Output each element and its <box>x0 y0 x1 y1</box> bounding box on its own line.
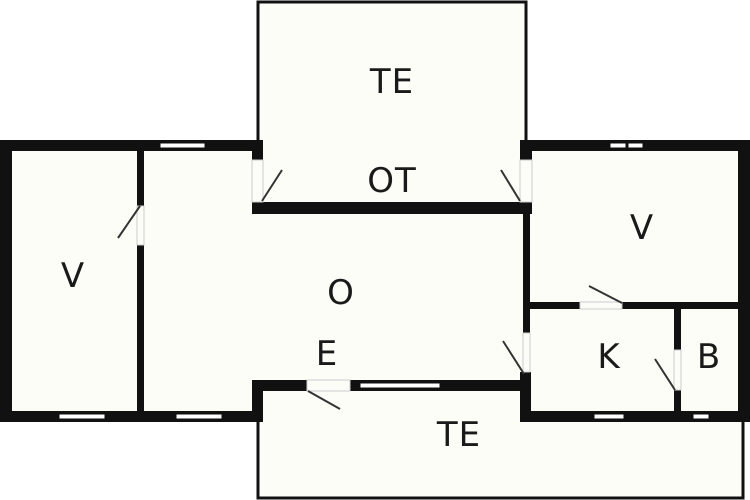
house-floor <box>0 140 750 422</box>
room-label-terrace-bottom: TE <box>436 415 482 455</box>
wall-bottom-left <box>0 411 263 422</box>
room-label-terrace-top: TE <box>369 62 415 102</box>
door-opening-k-b <box>673 349 682 391</box>
room-label-bathroom: B <box>696 337 722 377</box>
room-label-bedroom-right: V <box>629 208 655 248</box>
door-opening-entrance <box>306 379 351 392</box>
room-label-living-room: O <box>327 273 355 313</box>
door-swings <box>117 169 676 410</box>
window-entrance <box>359 382 441 389</box>
door-swing-k-b <box>654 358 676 391</box>
door-swing-entrance <box>307 390 341 410</box>
wall-v-o-lower <box>137 245 144 415</box>
window-bottom-left-1 <box>58 413 106 420</box>
wall-o-right-upper <box>523 202 530 333</box>
window-top-right-1 <box>609 142 627 149</box>
wall-right <box>738 140 750 422</box>
wall-ot-right-stub <box>520 140 532 160</box>
wall-ot-bottom <box>252 202 532 214</box>
wall-o-right-lower <box>520 372 531 422</box>
window-bathroom <box>692 413 710 420</box>
wall-v-k-left <box>523 302 580 309</box>
wall-bottom-right <box>520 411 750 422</box>
window-bottom-left-2 <box>175 413 223 420</box>
door-swing-o-k <box>502 340 525 375</box>
wall-k-b-lower <box>674 390 681 415</box>
walls <box>0 140 750 422</box>
window-kitchen <box>593 413 625 420</box>
window-top-left <box>159 142 206 149</box>
door-swing-v-k <box>588 285 623 304</box>
room-label-hall-ot: OT <box>367 161 417 201</box>
window-top-right-2 <box>627 142 644 149</box>
wall-top-left <box>0 140 263 151</box>
wall-entrance-left-vertical <box>252 380 263 422</box>
windows <box>58 142 710 420</box>
room-label-entrance: E <box>315 334 339 374</box>
wall-v-k-right <box>622 302 742 309</box>
door-opening-v-k <box>579 301 623 310</box>
door-swing-left-v <box>117 205 141 239</box>
room-label-bedroom-left: V <box>60 256 86 296</box>
door-opening-o-k <box>522 332 531 373</box>
door-swing-ot-right <box>500 169 521 202</box>
door-swing-ot-left <box>261 169 283 202</box>
door-opening-ot-right <box>519 159 533 203</box>
door-opening-ot-left <box>251 159 264 203</box>
terrace-top-floor <box>256 0 528 146</box>
door-openings <box>136 159 682 392</box>
room-label-kitchen: K <box>597 337 621 377</box>
door-opening-left-v <box>136 205 145 246</box>
wall-ot-left-stub <box>252 140 263 160</box>
wall-entrance-top-left <box>252 380 307 391</box>
wall-left <box>0 140 12 422</box>
wall-k-b-upper <box>674 305 681 350</box>
wall-v-o-upper <box>137 151 144 206</box>
